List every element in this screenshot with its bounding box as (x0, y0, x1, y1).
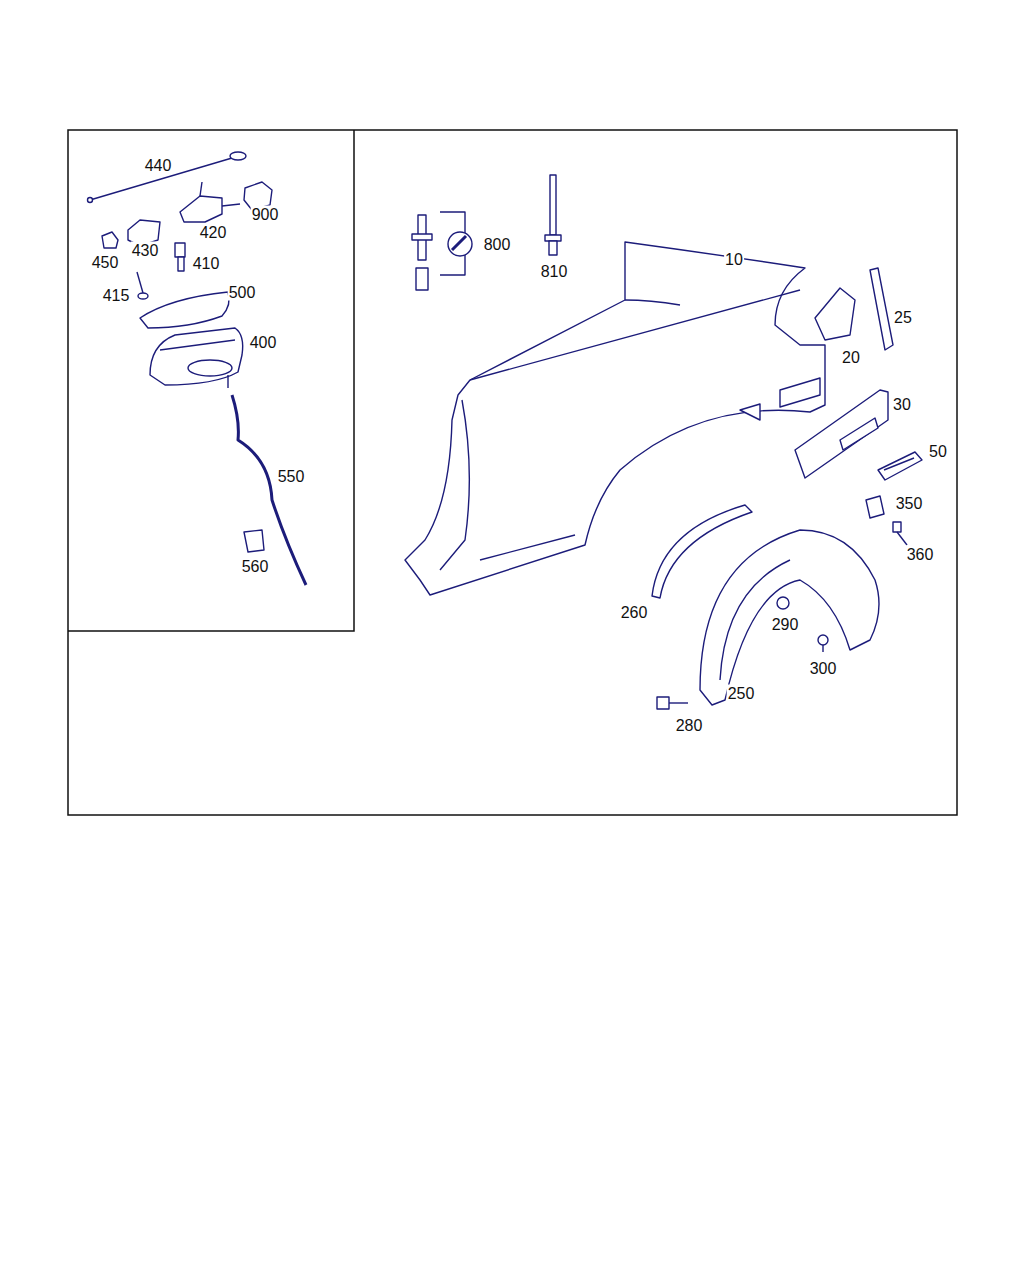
callout-number: 20 (841, 349, 861, 366)
callout-number: 560 (241, 558, 270, 575)
callout-number: 30 (892, 396, 912, 413)
frame (68, 130, 957, 815)
callout-number: 25 (893, 309, 913, 326)
side-wall-panel (405, 242, 825, 595)
clip (102, 232, 118, 248)
callout-number: 420 (199, 224, 228, 241)
bolt (137, 272, 148, 299)
callout-number: 440 (144, 157, 173, 174)
callout-number: 260 (620, 604, 649, 621)
filler-housing (150, 328, 243, 388)
callout-number: 400 (249, 334, 278, 351)
closing-panel (795, 390, 888, 478)
clip (777, 597, 789, 609)
actuator (180, 182, 240, 222)
vent-grille (878, 452, 922, 480)
callout-number: 410 (192, 255, 221, 272)
callout-number: 800 (483, 236, 512, 253)
screw (893, 522, 907, 545)
callout-number: 810 (540, 263, 569, 280)
callout-number: 250 (727, 685, 756, 702)
callout-number: 10 (724, 251, 744, 268)
callout-number: 450 (91, 254, 120, 271)
callout-number: 360 (906, 546, 935, 563)
callout-number: 280 (675, 717, 704, 734)
callout-number: 50 (928, 443, 948, 460)
pin (175, 243, 185, 271)
callout-number: 500 (228, 284, 257, 301)
long-bolt (545, 175, 561, 255)
clip (244, 530, 264, 552)
callout-number: 430 (131, 242, 160, 259)
bolt-set (412, 212, 472, 290)
callout-number: 290 (771, 616, 800, 633)
bracket (815, 288, 855, 340)
callout-number: 300 (809, 660, 838, 677)
fuel-flap (140, 292, 229, 328)
release-cable (88, 152, 247, 203)
expanding-rivet (818, 635, 828, 652)
bolt (657, 697, 688, 709)
callout-number: 350 (895, 495, 924, 512)
callout-number: 900 (251, 206, 280, 223)
wheel-liner (700, 530, 879, 705)
inset-frame (68, 130, 354, 631)
strip (870, 268, 893, 350)
clip-nut (866, 496, 884, 518)
callout-number: 415 (102, 287, 131, 304)
drain-hose (232, 395, 306, 585)
callout-number: 550 (277, 468, 306, 485)
